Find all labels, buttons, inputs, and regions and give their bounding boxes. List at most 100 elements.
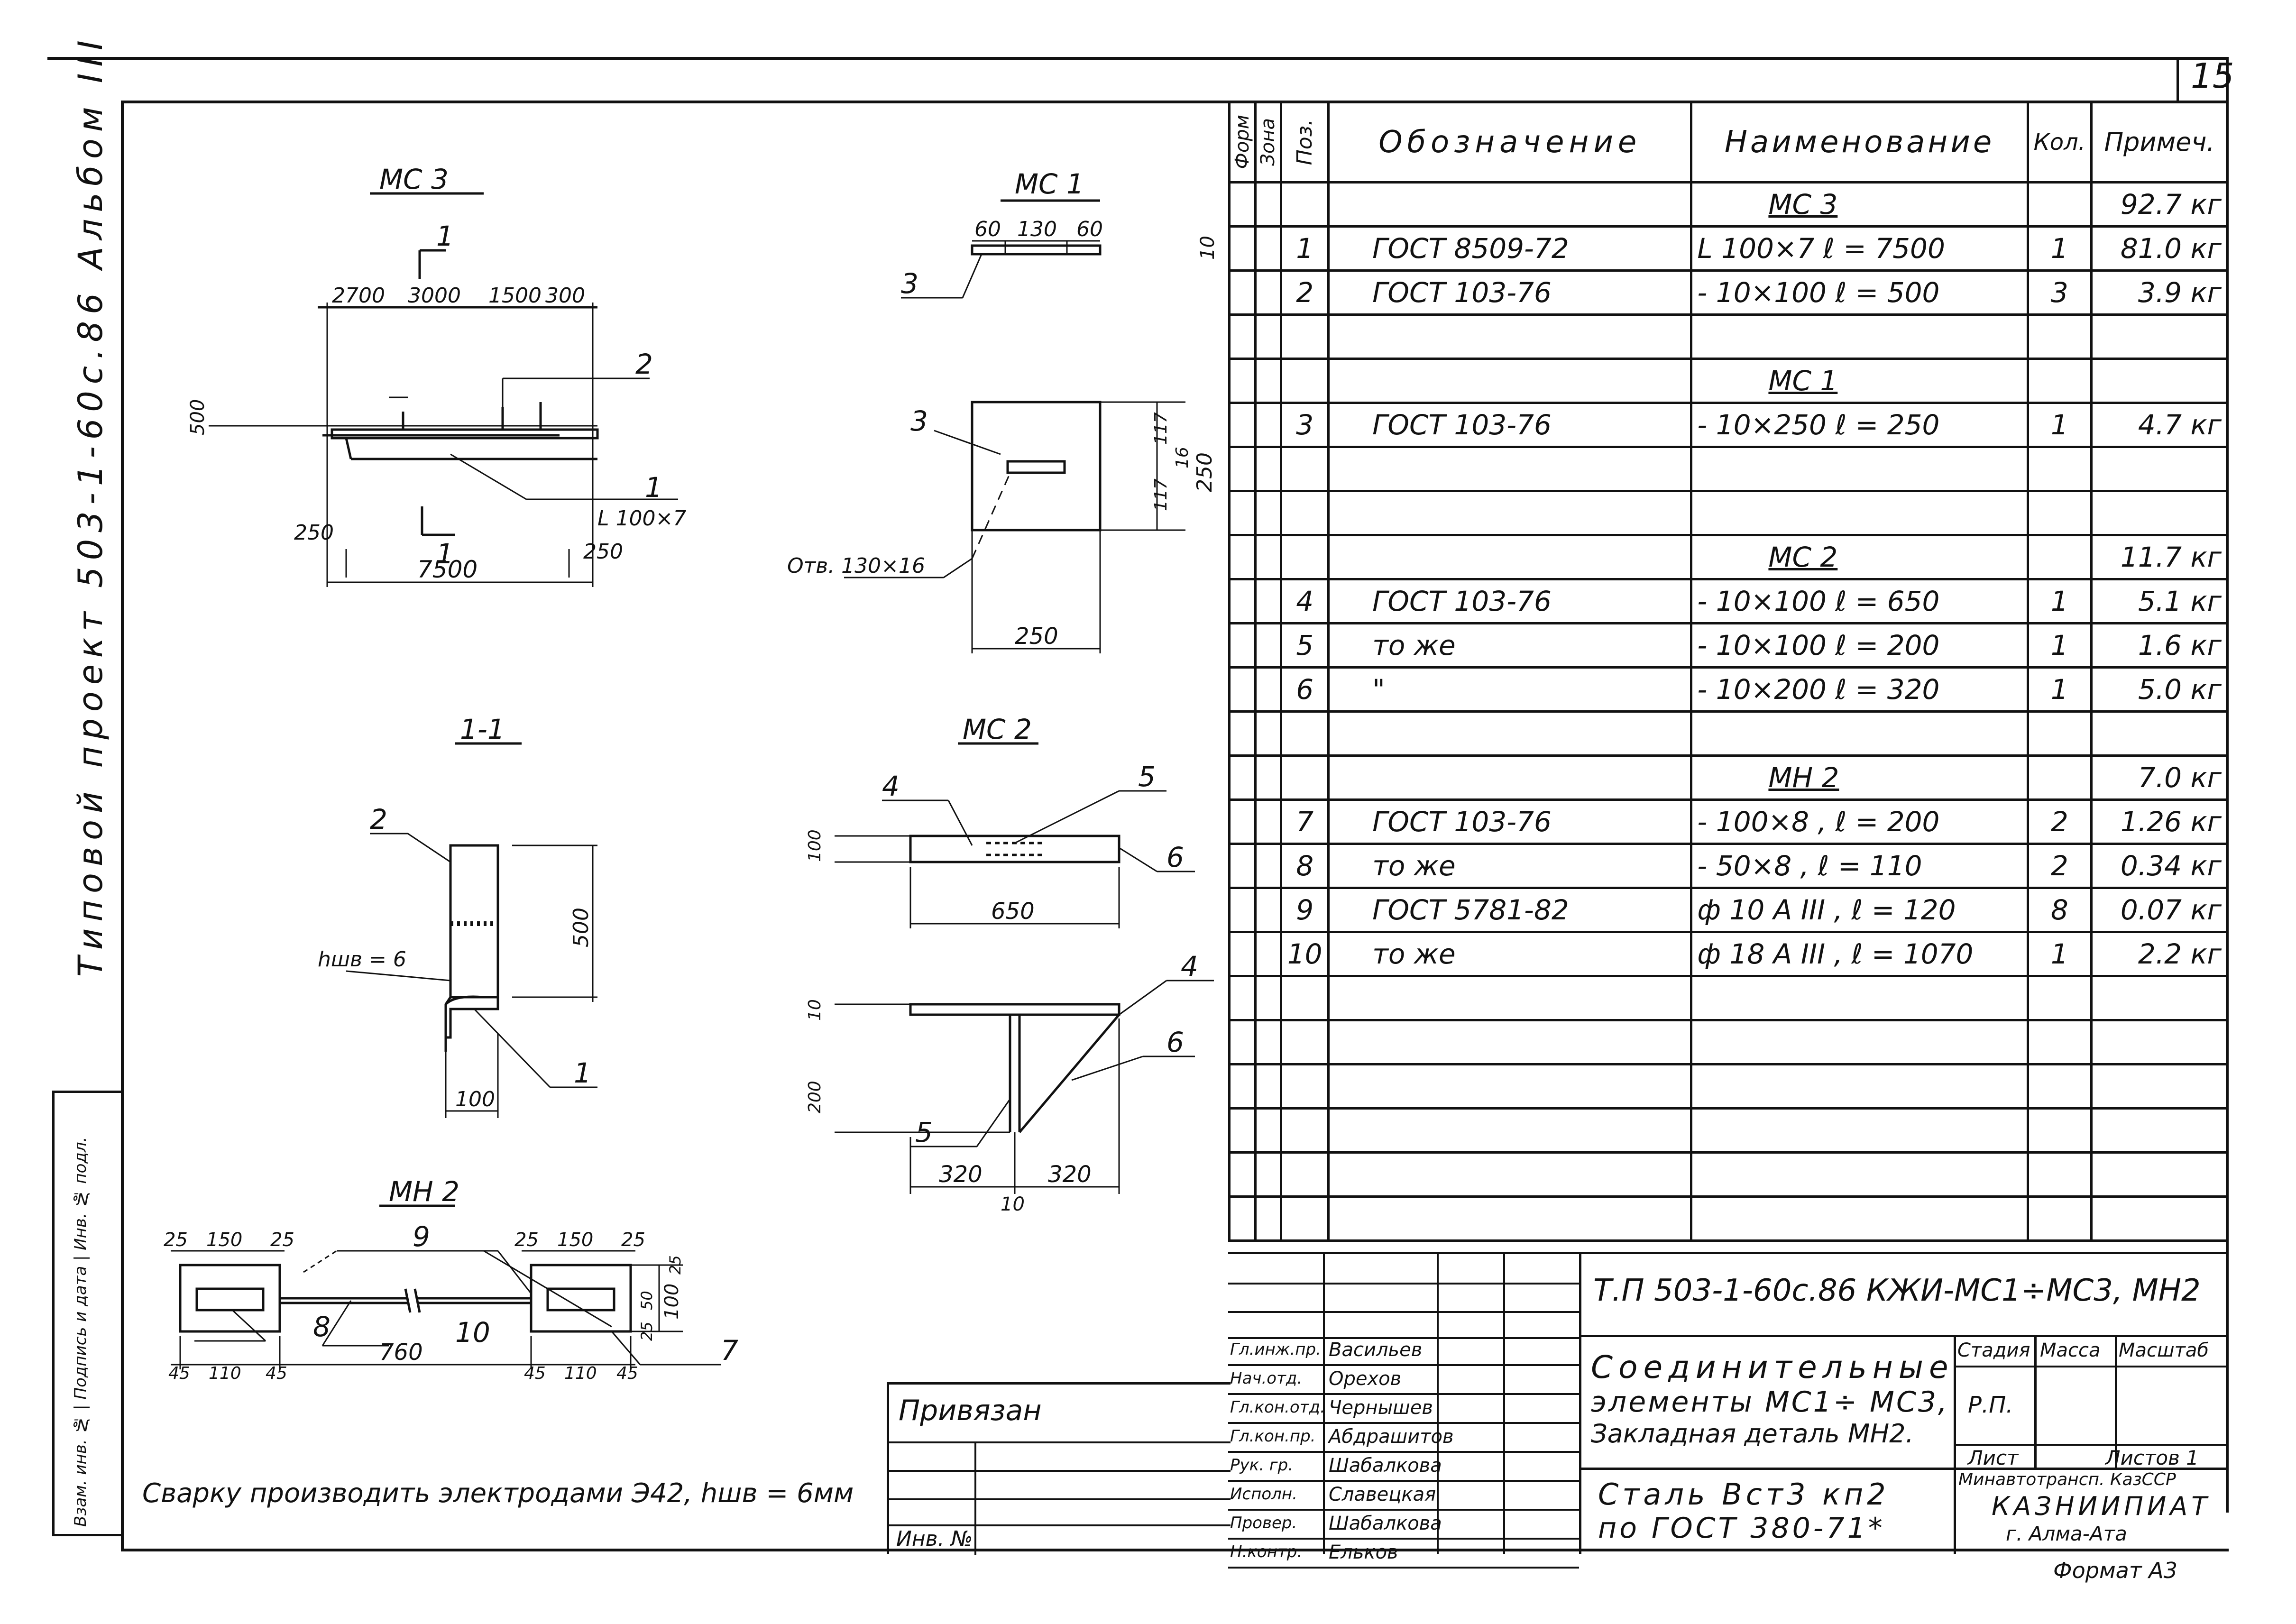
role-name: Шабалкова	[1329, 1513, 1442, 1534]
role-row: Провер.Шабалкова	[1228, 1511, 1579, 1540]
cell-empty	[1327, 1195, 1693, 1242]
cell-qty: 1	[2026, 666, 2093, 713]
mc2-pos-5b: 5	[915, 1116, 933, 1148]
cell-designation	[1327, 710, 1693, 757]
cell-name: - 50×8 , ℓ = 110	[1690, 843, 2029, 889]
cell-empty	[1254, 975, 1283, 1021]
header-zone: Зона	[1254, 101, 1283, 184]
cell-designation: ГОСТ 103-76	[1327, 269, 1693, 316]
cell-designation	[1327, 754, 1693, 801]
spec-row	[1228, 446, 2229, 492]
cell-note: 4.7 кг	[2090, 402, 2229, 448]
cell-empty	[1228, 1063, 1257, 1110]
cell-empty	[2026, 1019, 2093, 1065]
cell-designation: ГОСТ 103-76	[1327, 798, 1693, 845]
cell-form	[1228, 225, 1257, 272]
cell-zone	[1254, 358, 1283, 404]
spec-row-empty	[1228, 1019, 2229, 1065]
role-title: Исполн.	[1230, 1485, 1297, 1504]
cell-form	[1228, 843, 1257, 889]
cell-pos: 8	[1280, 843, 1330, 889]
cell-empty	[1327, 1151, 1693, 1198]
mc1-pos-3a: 3	[901, 267, 918, 300]
mh2-dim-bl-2: 110	[209, 1364, 241, 1383]
cell-name	[1690, 446, 2029, 492]
cell-pos	[1280, 710, 1330, 757]
cell-pos	[1280, 358, 1330, 404]
cell-name: - 10×100 ℓ = 200	[1690, 622, 2029, 669]
header-pos: Поз.	[1280, 101, 1330, 184]
cell-empty	[1327, 975, 1693, 1021]
mc2-dim-gap: 10	[1001, 1193, 1025, 1215]
cell-empty	[2026, 975, 2093, 1021]
cell-zone	[1254, 402, 1283, 448]
mc2-dim-bottom-2: 320	[1048, 1161, 1092, 1188]
cell-empty	[1228, 1195, 1257, 1242]
mh2-dim-tr-2: 150	[557, 1229, 593, 1251]
tb-format: Формат А3	[2053, 1558, 2177, 1583]
cell-designation	[1327, 181, 1693, 228]
cell-note: 5.1 кг	[2090, 578, 2229, 624]
cell-designation: "	[1327, 666, 1693, 713]
cell-empty	[2090, 1107, 2229, 1154]
mc3-dim-total: 7500	[417, 556, 478, 583]
role-row: Гл.кон.отд.Чернышев	[1228, 1395, 1579, 1424]
role-title: Гл.кон.отд.	[1230, 1398, 1325, 1417]
cell-empty	[1228, 1151, 1257, 1198]
cell-name: МН 2	[1690, 754, 2029, 801]
cell-qty	[2026, 446, 2093, 492]
cell-designation	[1327, 358, 1693, 404]
cell-name: ф 10 А III , ℓ = 120	[1690, 887, 2029, 933]
cell-zone	[1254, 754, 1283, 801]
mh2-dim-r-total: 100	[661, 1284, 683, 1320]
cell-designation: то же	[1327, 931, 1693, 977]
mc3-pos-1: 1	[645, 471, 662, 504]
cell-form	[1228, 446, 1257, 492]
cell-empty	[1254, 1019, 1283, 1065]
section-dim-height: 500	[569, 908, 593, 947]
frame-top	[121, 101, 2229, 103]
header-form: Форм	[1228, 101, 1257, 184]
tb-title-2: элементы МС1÷ МС3,	[1591, 1385, 1949, 1419]
cell-note: 5.0 кг	[2090, 666, 2229, 713]
bound-block: Привязан Инв. №	[887, 1382, 1231, 1555]
cell-qty: 1	[2026, 402, 2093, 448]
cell-form	[1228, 798, 1257, 845]
cell-name: - 10×250 ℓ = 250	[1690, 402, 2029, 448]
mh2-dim-tl-2: 150	[206, 1229, 242, 1251]
mc1-dim-2: 130	[1017, 217, 1057, 241]
frame-bottom	[121, 1549, 2229, 1551]
header-note: Примеч.	[2090, 101, 2229, 184]
tb-mass-header: Масса	[2040, 1340, 2101, 1361]
cell-zone	[1254, 446, 1283, 492]
cell-note: 0.07 кг	[2090, 887, 2229, 933]
tb-sheets: Листов 1	[2105, 1446, 2199, 1469]
role-name: Шабалкова	[1329, 1455, 1442, 1477]
cell-pos	[1280, 446, 1330, 492]
cell-form	[1228, 313, 1257, 360]
cell-note	[2090, 490, 2229, 536]
cell-empty	[1228, 1019, 1257, 1065]
mh2-title: МН 2	[389, 1175, 459, 1208]
mc1-title: МС 1	[1015, 168, 1084, 200]
cell-qty: 8	[2026, 887, 2093, 933]
cell-empty	[1254, 1195, 1283, 1242]
role-name: Ельков	[1329, 1541, 1398, 1563]
cell-zone	[1254, 887, 1283, 933]
cell-note: 1.6 кг	[2090, 622, 2229, 669]
tb-org-1: Минавтотрансп. КазССР	[1958, 1470, 2176, 1489]
mc2-dim-length: 650	[991, 898, 1035, 925]
cell-name: МС 3	[1690, 181, 2029, 228]
mc3-section-mark-bottom: 1	[436, 538, 454, 570]
spec-row-empty	[1228, 1151, 2229, 1198]
cell-pos	[1280, 313, 1330, 360]
cell-form	[1228, 710, 1257, 757]
cell-name: - 10×100 ℓ = 650	[1690, 578, 2029, 624]
mh2-dim-br-3: 45	[616, 1364, 638, 1383]
